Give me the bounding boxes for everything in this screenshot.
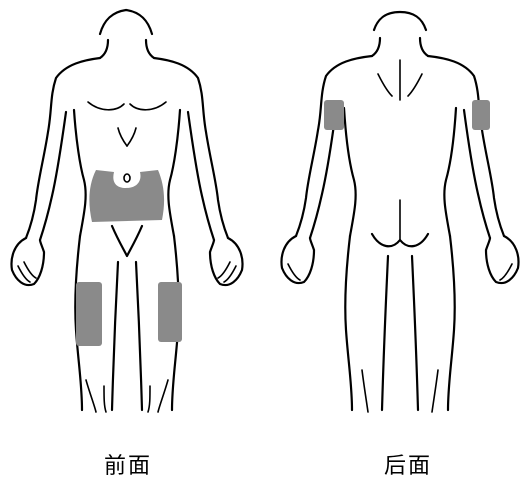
back-body-figure [262,0,523,440]
abdomen-injection-site [89,170,164,222]
front-view-label: 前面 [68,448,188,480]
right-thigh-injection-site [158,282,182,342]
front-body-figure [0,0,262,440]
back-view-label: 后面 [348,448,468,480]
left-upper-arm-injection-site [324,100,344,130]
right-upper-arm-injection-site [472,100,490,130]
left-thigh-injection-site [76,282,102,346]
